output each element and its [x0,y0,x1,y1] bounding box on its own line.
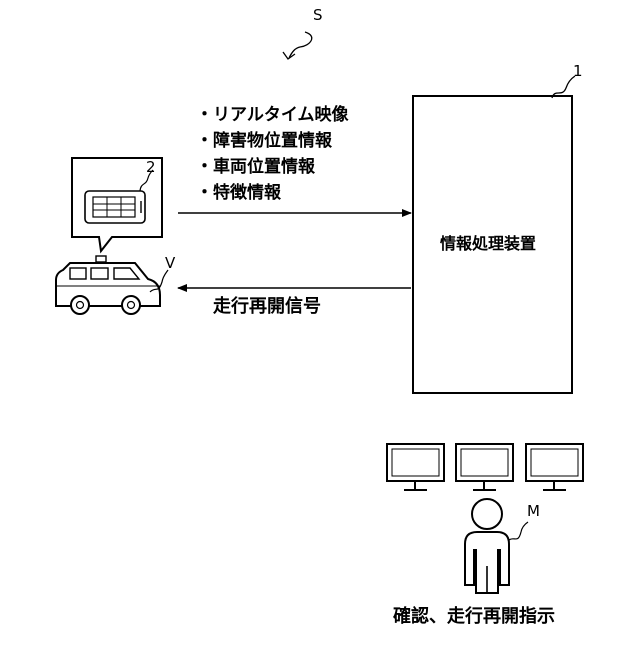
monitor-icon-center [456,444,513,490]
restart-signal-label: 走行再開信号 [213,298,321,316]
system-reference-label: S [313,8,323,23]
data-item-feature-info: ・特徴情報 [196,185,281,202]
vehicle-reference-label: V [165,256,175,271]
data-item-realtime-video: ・リアルタイム映像 [196,107,349,124]
data-item-obstacle-position: ・障害物位置情報 [196,133,332,150]
operator-reference-label: M [527,504,540,519]
operator-caption: 確認、走行再開指示 [393,608,555,626]
terminal-reference-label: 2 [146,160,156,175]
system-leader-line [289,32,312,58]
system-leader-arrowhead [283,52,295,59]
data-item-vehicle-position: ・車両位置情報 [196,159,315,176]
vehicle-icon [56,256,168,314]
operator-person-icon [465,499,528,593]
device-reference-label: 1 [573,64,583,79]
monitor-icon-right [526,444,583,490]
operator-leader-line [509,522,528,540]
device-leader-line [552,76,575,98]
device-label: 情報処理装置 [440,236,536,252]
monitor-icon-left [387,444,444,490]
